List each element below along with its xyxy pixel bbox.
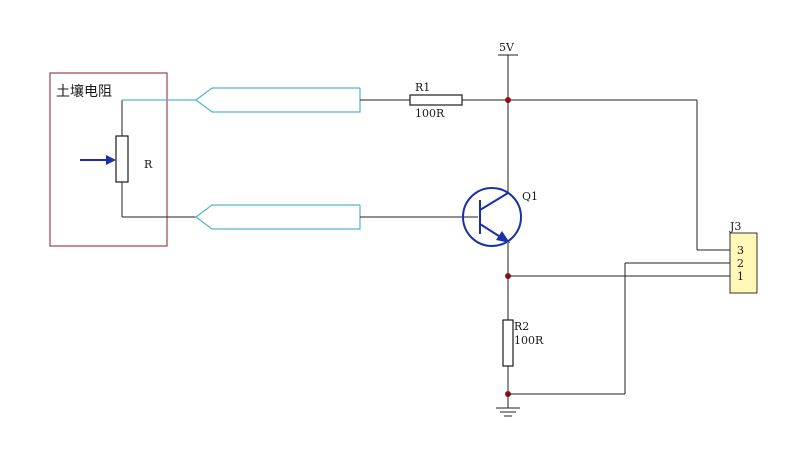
q1-ref: Q1 (522, 190, 538, 203)
r1-body (409, 94, 463, 106)
q1-body (462, 187, 522, 247)
j3-pin-2: 2 (737, 257, 744, 270)
ground-icon (496, 394, 520, 417)
soil-resistance-sensor: 土壤电阻 R (49, 72, 196, 247)
sensor-cable-bottom (195, 204, 478, 230)
pot-label: R (144, 158, 153, 171)
j3-body (729, 232, 758, 294)
supply-label: 5V (499, 41, 515, 54)
potentiometer (115, 135, 129, 183)
arrow-head-icon (106, 155, 116, 165)
sensor-cable-top (122, 87, 410, 113)
j3-ref: J3 (729, 220, 741, 233)
j3-pin-3: 3 (737, 244, 744, 257)
r2-ref: R2 (514, 320, 529, 333)
sensor-title: 土壤电阻 (56, 83, 112, 100)
resistor-r1: R1 100R (409, 81, 508, 120)
supply-5v: 5V (498, 41, 518, 100)
r2-value: 100R (514, 334, 544, 347)
transistor-q1: Q1 (462, 100, 538, 276)
connector-j3: J3 3 2 1 (729, 220, 758, 294)
j3-pin-1: 1 (737, 270, 744, 283)
r1-value: 100R (415, 107, 445, 120)
r2-body (502, 319, 514, 367)
emitter-arrow-icon (496, 231, 510, 243)
resistor-r2: R2 100R (502, 276, 544, 394)
r1-ref: R1 (415, 81, 430, 94)
sensor-box (49, 72, 168, 247)
